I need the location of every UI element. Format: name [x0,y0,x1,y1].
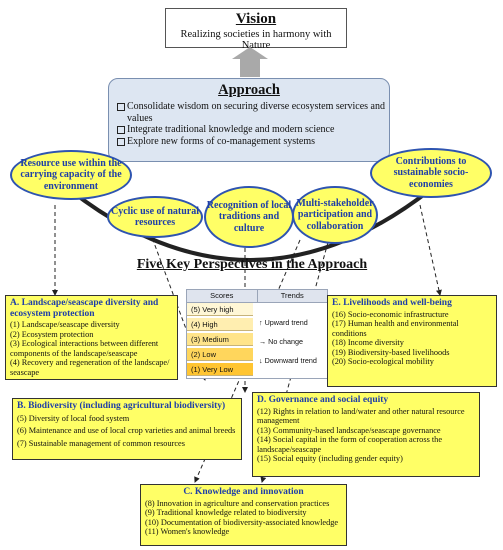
trend-row: ↓ Downward trend [259,356,317,365]
vision-title: Vision [235,11,277,27]
checkbox-icon [117,137,125,146]
box-e-item: (17) Human health and environmental cond… [332,319,459,338]
score-row: (3) Medium [187,333,253,346]
up-arrow-icon [232,47,268,59]
approach-item: Integrate traditional knowledge and mode… [117,124,389,136]
box-e-livelihoods: E. Livelihoods and well-being (16) Socio… [327,295,497,387]
score-row: (1) Very Low [187,363,253,376]
vision-box: Vision Realizing societies in harmony wi… [165,8,347,51]
box-b-item: (5) Diversity of local food system [17,413,130,423]
box-d-item: (15) Social equity (including gender equ… [257,454,403,464]
legend-header: Scores Trends [187,290,327,303]
box-d-governance: D. Governance and social equity (12) Rig… [252,392,480,477]
box-b-item: (6) Maintenance and use of local crop va… [17,426,236,436]
dashed-arrow [419,204,442,296]
box-e-item: (19) Biodiversity-based livelihoods [332,347,450,357]
score-row: (2) Low [187,348,253,361]
box-b-title: B. Biodiversity (including agricultural … [17,401,226,411]
box-a-item: (3) Ecological interactions between diff… [10,339,159,358]
oval-local-traditions: Recognition of local traditions and cult… [204,186,294,248]
box-a-item: (1) Landscape/seascape diversity [10,320,120,329]
approach-list: Consolidate wisdom on securing diverse e… [117,101,389,147]
box-c-item: (10) Documentation of biodiversity-assoc… [145,517,339,527]
scores-trends-legend: Scores Trends (5) Very high (4) High (3)… [186,289,328,379]
approach-item: Consolidate wisdom on securing diverse e… [117,101,389,124]
box-c-item: (8) Innovation in agriculture and conser… [145,498,330,508]
trend-row: → No change [259,337,303,346]
box-c-item: (9) Traditional knowledge related to bio… [145,508,307,518]
box-e-item: (18) Income diversity [332,338,404,348]
box-b-biodiversity: B. Biodiversity (including agricultural … [12,398,242,460]
oval-multi-stakeholder: Multi-stakeholder participation and coll… [292,186,378,244]
box-a-title: A. Landscape/seascape diversity and ecos… [10,298,159,319]
scores-header: Scores [187,290,258,302]
trends-header: Trends [280,291,304,300]
up-arrow-stem [240,59,260,77]
box-c-title: C. Knowledge and innovation [183,487,304,497]
approach-box: Approach Consolidate wisdom on securing … [108,78,390,162]
score-row: (5) Very high [187,303,253,316]
approach-item: Explore new forms of co-management syste… [117,136,389,148]
box-e-item: (16) Socio-economic infrastructure [332,309,449,319]
box-d-item: (12) Rights in relation to land/water an… [257,406,465,426]
box-a-item: (4) Recovery and regeneration of the lan… [10,358,170,377]
box-b-item: (7) Sustainable management of common res… [17,438,185,448]
box-a-landscape: A. Landscape/seascape diversity and ecos… [5,295,178,380]
perspectives-heading: Five Key Perspectives in the Approach [136,257,368,272]
box-e-title: E. Livelihoods and well-being [332,298,452,308]
approach-title: Approach [218,82,280,98]
oval-resource-use: Resource use within the carrying capacit… [10,150,132,200]
trend-row: ↑ Upward trend [259,318,308,327]
box-d-item: (14) Social capital in the form of coope… [257,435,443,454]
box-e-item: (20) Socio-ecological mobility [332,357,434,367]
checkbox-icon [117,103,125,111]
checkbox-icon [117,126,125,134]
box-d-title: D. Governance and social equity [257,395,389,405]
oval-cyclic-use: Cyclic use of natural resources [107,196,203,238]
score-row: (4) High [187,318,253,331]
box-a-item: (2) Ecosystem protection [10,329,94,339]
vision-subtitle: Realizing societies in harmony with Natu… [180,29,332,51]
box-c-item: (11) Women's knowledge [145,527,230,537]
box-d-item: (13) Community-based landscape/seascape … [257,425,441,435]
box-c-knowledge: C. Knowledge and innovation (8) Innovati… [140,484,347,546]
oval-sustainable-economies: Contributions to sustainable socio-econo… [370,148,492,198]
